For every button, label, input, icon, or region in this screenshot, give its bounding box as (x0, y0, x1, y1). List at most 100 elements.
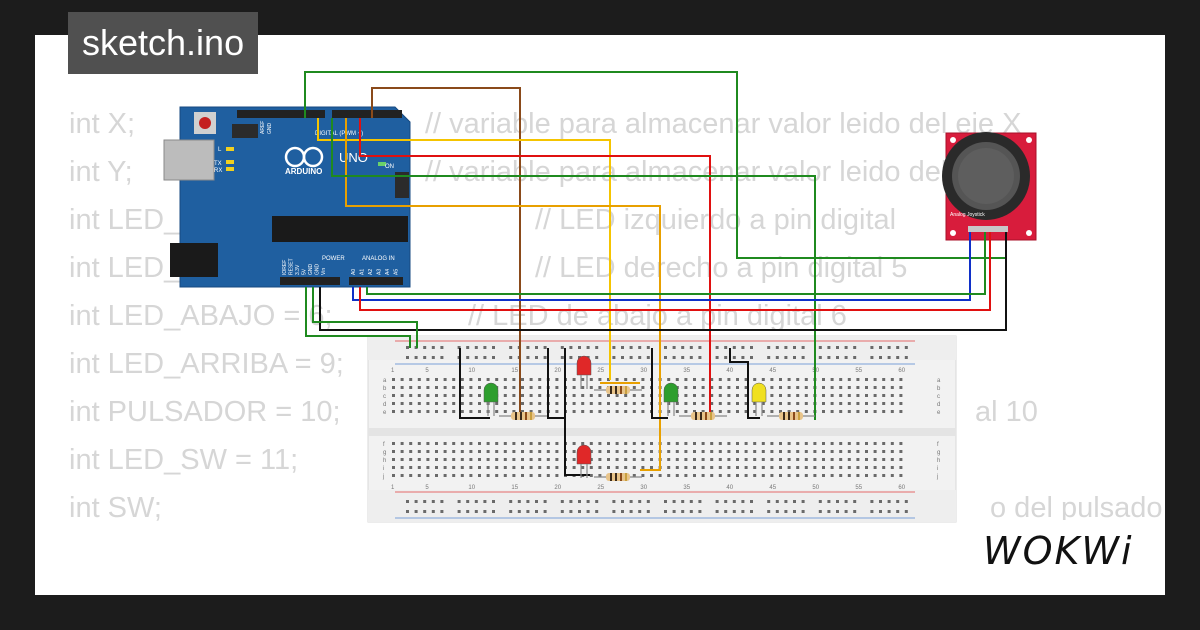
breadboard-hole[interactable] (400, 450, 404, 453)
breadboard-hole[interactable] (417, 410, 421, 413)
breadboard-rail-hole[interactable] (664, 356, 667, 359)
breadboard-hole[interactable] (847, 458, 851, 461)
breadboard-rail-hole[interactable] (698, 346, 702, 349)
breadboard-rail-hole[interactable] (732, 510, 736, 513)
breadboard-hole[interactable] (890, 474, 894, 477)
breadboard-hole[interactable] (693, 442, 696, 445)
breadboard-hole[interactable] (761, 410, 765, 413)
breadboard-hole[interactable] (796, 410, 800, 413)
breadboard-hole[interactable] (460, 442, 464, 445)
breadboard-hole[interactable] (675, 402, 679, 405)
breadboard-rail-hole[interactable] (664, 510, 667, 513)
breadboard-rail-hole[interactable] (535, 510, 538, 513)
breadboard-rail-hole[interactable] (414, 510, 418, 513)
breadboard-hole[interactable] (469, 386, 473, 389)
breadboard-hole[interactable] (710, 474, 714, 477)
breadboard-hole[interactable] (460, 402, 464, 405)
breadboard-hole[interactable] (460, 474, 464, 477)
breadboard-hole[interactable] (555, 458, 559, 461)
breadboard-hole[interactable] (675, 466, 679, 469)
breadboard-rail-hole[interactable] (440, 356, 444, 359)
breadboard-hole[interactable] (521, 466, 524, 469)
breadboard-rail-hole[interactable] (595, 356, 599, 359)
breadboard-hole[interactable] (409, 466, 413, 469)
breadboard-hole[interactable] (736, 442, 739, 445)
breadboard-hole[interactable] (839, 378, 843, 381)
breadboard-hole[interactable] (624, 458, 628, 461)
breadboard-rail-hole[interactable] (509, 356, 513, 359)
breadboard-hole[interactable] (684, 466, 688, 469)
breadboard-rail-hole[interactable] (836, 500, 839, 503)
breadboard-rail-hole[interactable] (646, 356, 650, 359)
breadboard-hole[interactable] (392, 450, 395, 453)
breadboard-hole[interactable] (486, 442, 490, 445)
breadboard-rail-hole[interactable] (483, 510, 487, 513)
breadboard-hole[interactable] (435, 386, 438, 389)
breadboard-rail-hole[interactable] (423, 510, 427, 513)
breadboard-hole[interactable] (598, 450, 602, 453)
breadboard-hole[interactable] (641, 458, 645, 461)
breadboard-hole[interactable] (417, 402, 421, 405)
breadboard-rail-hole[interactable] (879, 510, 882, 513)
breadboard-rail-hole[interactable] (681, 500, 685, 503)
breadboard-hole[interactable] (675, 450, 679, 453)
breadboard-hole[interactable] (787, 458, 791, 461)
breadboard-rail-hole[interactable] (440, 500, 444, 503)
wire-brown[interactable] (371, 87, 521, 420)
breadboard-hole[interactable] (417, 442, 421, 445)
breadboard-hole[interactable] (779, 402, 782, 405)
breadboard-hole[interactable] (770, 410, 774, 413)
breadboard-hole[interactable] (503, 466, 507, 469)
breadboard-hole[interactable] (822, 450, 825, 453)
breadboard-rail-hole[interactable] (638, 500, 642, 503)
breadboard-rail-hole[interactable] (560, 500, 564, 503)
breadboard-rail-hole[interactable] (689, 356, 693, 359)
breadboard-rail-hole[interactable] (904, 510, 908, 513)
breadboard-hole[interactable] (675, 378, 679, 381)
breadboard-hole[interactable] (400, 442, 404, 445)
breadboard-hole[interactable] (589, 402, 593, 405)
breadboard-hole[interactable] (572, 410, 576, 413)
breadboard-hole[interactable] (890, 458, 894, 461)
breadboard-hole[interactable] (443, 466, 447, 469)
breadboard-rail-hole[interactable] (698, 500, 702, 503)
breadboard-hole[interactable] (409, 410, 413, 413)
breadboard-rail-hole[interactable] (827, 500, 831, 503)
breadboard-hole[interactable] (830, 474, 834, 477)
breadboard-hole[interactable] (469, 458, 473, 461)
breadboard-hole[interactable] (744, 386, 748, 389)
power-header[interactable] (280, 277, 340, 285)
breadboard-hole[interactable] (435, 402, 438, 405)
breadboard-hole[interactable] (469, 378, 473, 381)
breadboard-rail-hole[interactable] (595, 500, 599, 503)
breadboard-rail-hole[interactable] (431, 500, 435, 503)
breadboard-hole[interactable] (899, 442, 903, 445)
file-tab-title[interactable]: sketch.ino (68, 12, 259, 74)
breadboard-hole[interactable] (409, 394, 413, 397)
analog-header[interactable] (349, 277, 403, 285)
breadboard-rail-hole[interactable] (887, 510, 891, 513)
breadboard-rail-hole[interactable] (879, 346, 882, 349)
breadboard-hole[interactable] (435, 378, 438, 381)
breadboard-hole[interactable] (624, 410, 628, 413)
breadboard-hole[interactable] (727, 442, 731, 445)
breadboard-hole[interactable] (804, 466, 808, 469)
breadboard-hole[interactable] (804, 378, 808, 381)
breadboard-hole[interactable] (804, 386, 808, 389)
breadboard-hole[interactable] (675, 474, 679, 477)
breadboard-rail-hole[interactable] (724, 510, 728, 513)
breadboard-hole[interactable] (693, 450, 696, 453)
breadboard-hole[interactable] (865, 474, 868, 477)
breadboard-hole[interactable] (753, 466, 757, 469)
breadboard-hole[interactable] (469, 394, 473, 397)
breadboard-hole[interactable] (512, 410, 516, 413)
breadboard-rail-hole[interactable] (767, 346, 771, 349)
breadboard-hole[interactable] (632, 402, 636, 405)
wire-yellow[interactable] (317, 118, 611, 380)
breadboard-hole[interactable] (521, 474, 524, 477)
breadboard-hole[interactable] (650, 458, 653, 461)
breadboard-hole[interactable] (873, 474, 877, 477)
breadboard-hole[interactable] (736, 474, 739, 477)
breadboard-hole[interactable] (400, 474, 404, 477)
